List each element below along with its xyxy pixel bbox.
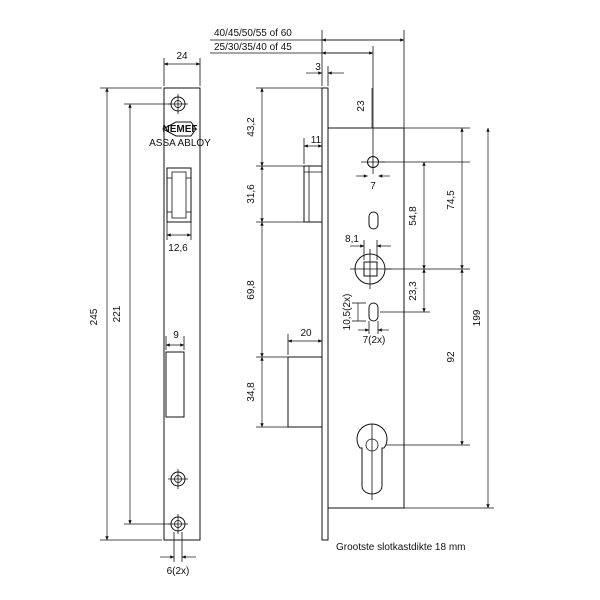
dead-bolt xyxy=(287,356,323,428)
cylinder-hole-icon xyxy=(356,423,388,500)
follower-to-lower-label: 23,3 xyxy=(408,281,419,301)
screw-hole-dia-label: 6(2x) xyxy=(167,566,190,577)
front-plate-view: NEMEF ASSA ABLOY xyxy=(89,51,211,577)
lower-hole-width-label: 7(2x) xyxy=(363,335,386,346)
backset-bottom-label: 25/30/35/40 of 45 xyxy=(214,42,292,53)
bolt-projection-label: 20 xyxy=(300,328,312,339)
plate-width-label: 24 xyxy=(176,51,188,62)
follower-square-label: 8,1 xyxy=(345,234,359,245)
bolt-hole-width-label: 9 xyxy=(173,330,179,341)
brand-sub-text: ASSA ABLOY xyxy=(149,138,211,149)
follower-offset-label: 54,8 xyxy=(408,206,419,226)
latch-projection-label: 11 xyxy=(311,135,322,146)
nemef-logo: NEMEF ASSA ABLOY xyxy=(149,121,211,149)
top-hole-dia-label: 7 xyxy=(370,181,376,192)
latch-hole-width-label: 12,6 xyxy=(168,243,188,254)
case-thickness-note: Grootste slotkastdikte 18 mm xyxy=(336,542,466,553)
bottom-screw-hole-icon xyxy=(168,514,188,534)
middle-screw-hole-icon xyxy=(168,469,188,489)
top-screw-hole-icon xyxy=(168,94,188,114)
follower-to-cylinder-label: 92 xyxy=(446,351,457,363)
bolt-opening xyxy=(165,351,185,418)
upper-slot xyxy=(368,211,379,230)
latch-opening xyxy=(166,167,192,223)
brand-logo-text: NEMEF xyxy=(163,124,198,135)
lower-hole-height-label: 10,5(2x) xyxy=(342,294,353,331)
backset-top-label: 40/45/50/55 of 60 xyxy=(214,28,292,39)
top-to-follower-label: 74,5 xyxy=(446,190,457,210)
top-hole-offset-label: 23 xyxy=(356,100,367,112)
side-faceplate xyxy=(321,87,329,541)
follower-icon xyxy=(350,249,392,289)
left-dim-3: 69,8 xyxy=(246,280,257,300)
left-dim-1: 43,2 xyxy=(246,117,257,137)
plate-height-label: 245 xyxy=(89,308,100,325)
total-depth-label: 199 xyxy=(472,309,483,326)
lower-slot xyxy=(368,302,379,322)
left-dim-4: 34,8 xyxy=(246,382,257,402)
front-plate xyxy=(163,87,201,541)
faceplate-thickness-label: 3 xyxy=(315,62,321,73)
side-view: 40/45/50/55 of 60 25/30/35/40 of 45 3 11… xyxy=(210,28,494,553)
lock-case xyxy=(327,127,405,509)
screw-pitch-label: 221 xyxy=(112,305,123,322)
latch-bolt xyxy=(303,165,323,223)
left-dim-2: 31,6 xyxy=(246,184,257,204)
